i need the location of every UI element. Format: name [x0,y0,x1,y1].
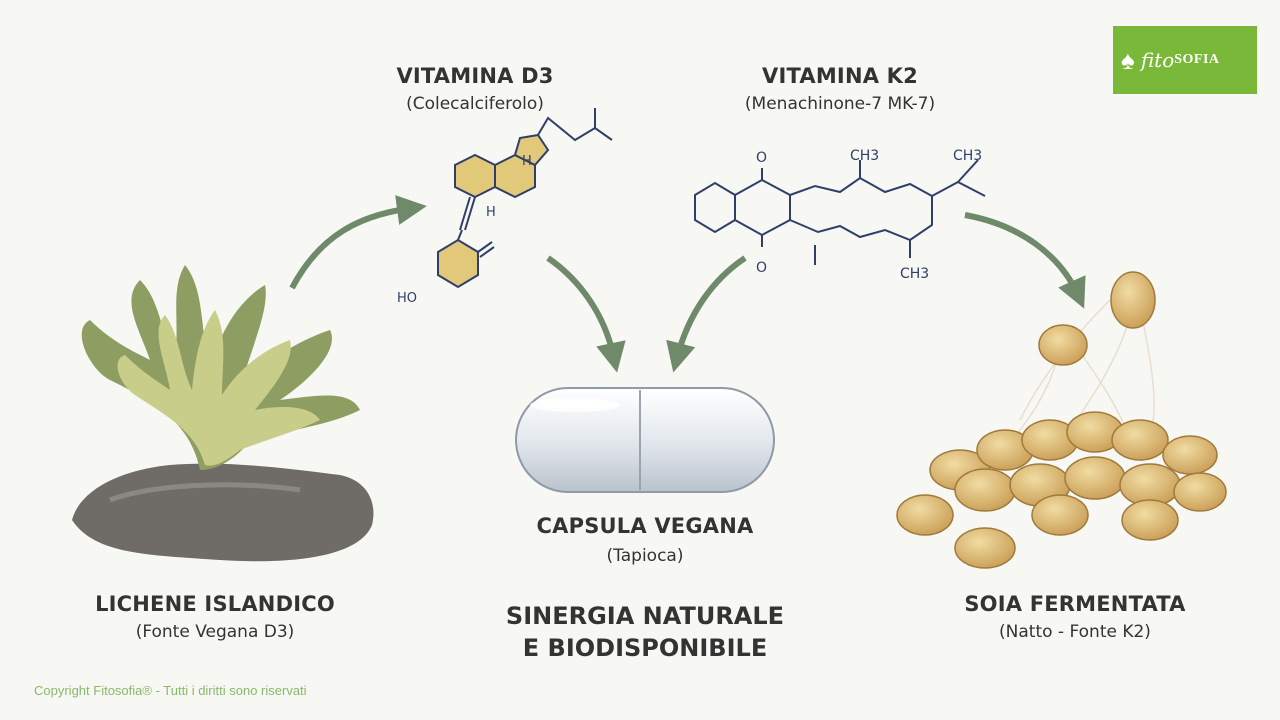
k2-ch3-bottom: CH3 [900,266,929,282]
lichen-illustration [72,265,374,562]
arrow-k2-to-capsule [666,255,747,373]
arrow-d3-to-capsule [546,255,626,373]
k2-atom-o-bottom: O [756,260,767,276]
vitamin-k2-structure [694,159,986,265]
vitamin-d3-structure [437,108,613,289]
capsule-subtitle: (Tapioca) [606,546,684,566]
capsule-title: CAPSULA VEGANA [536,514,754,538]
d3-atom-h-top: H [522,154,532,169]
fitosofia-logo: ♠ fito SOFIA [1113,26,1257,94]
vitamin-d3-title: VITAMINA D3 [396,64,554,88]
d3-atom-ho: HO [397,291,417,306]
soy-title: SOIA FERMENTATA [964,592,1186,616]
vitamin-k2-subtitle: (Menachinone-7 MK-7) [744,94,936,114]
soy-illustration [896,271,1227,569]
copyright-text: Copyright Fitosofia® - Tutti i diritti s… [34,683,307,698]
arrow-k2-to-soy [964,212,1086,309]
logo-text-sofia: SOFIA [1174,52,1220,67]
k2-atom-o-top: O [756,150,767,166]
lichen-subtitle: (Fonte Vegana D3) [135,622,295,642]
arrow-lichen-to-d3 [289,195,427,290]
soy-subtitle: (Natto - Fonte K2) [999,622,1151,642]
vitamin-k2-title: VITAMINA K2 [762,64,918,88]
tagline-line1: SINERGIA NATURALE [505,602,785,630]
vitamin-d3-subtitle: (Colecalciferolo) [406,94,544,114]
tagline-line2: E BIODISPONIBILE [522,634,768,662]
k2-atom-labels: O O CH3 CH3 CH3 [756,148,982,282]
leaf-figure-icon: ♠ [1121,44,1135,75]
d3-atom-labels: H H HO [397,154,532,306]
lichen-title: LICHENE ISLANDICO [95,592,335,616]
logo-text-fito: fito [1140,48,1175,72]
k2-ch3-top: CH3 [850,148,879,164]
d3-atom-h-mid: H [486,205,496,220]
capsule-illustration [515,387,775,493]
k2-ch3-right: CH3 [953,148,982,164]
